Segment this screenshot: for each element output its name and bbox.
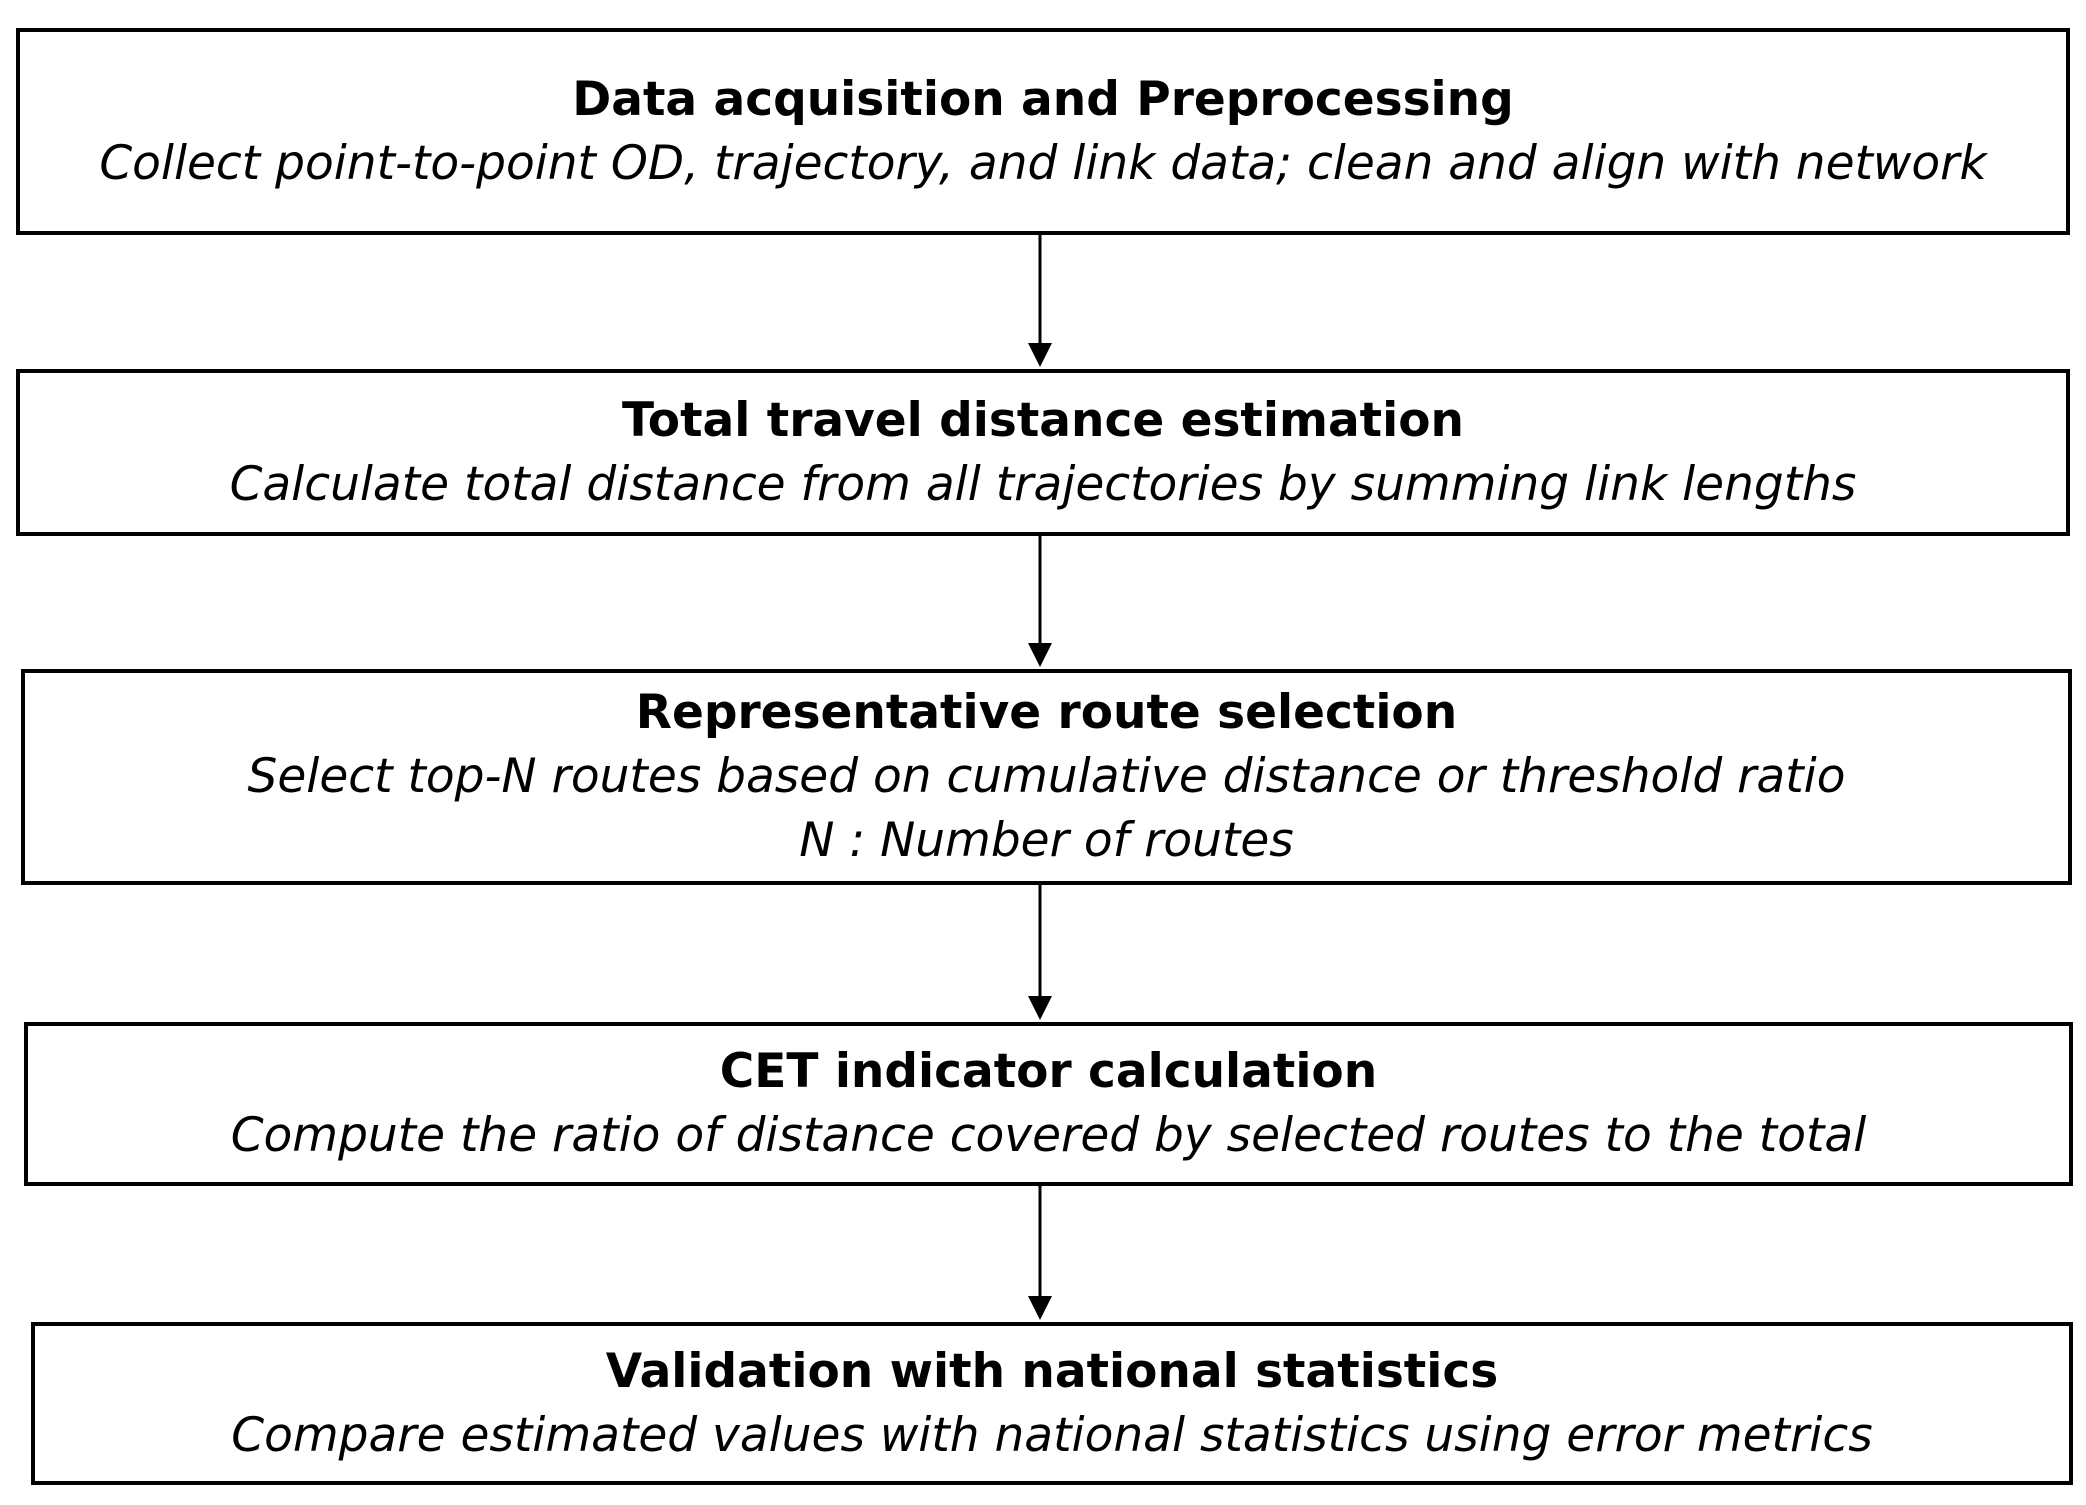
step-data-acquisition: Data acquisition and Preprocessing Colle…: [16, 28, 2070, 235]
step-cet-indicator-calculation: CET indicator calculation Compute the ra…: [24, 1022, 2073, 1186]
step-route-selection: Representative route selection Select to…: [21, 669, 2072, 885]
step-title: Data acquisition and Preprocessing: [572, 71, 1514, 127]
step-title: CET indicator calculation: [719, 1044, 1378, 1099]
arrow-step2-to-step3: [1028, 536, 1052, 667]
step-title: Representative route selection: [635, 685, 1458, 740]
step-description: Select top-N routes based on cumulative …: [247, 749, 1846, 804]
step-note: N : Number of routes: [799, 813, 1294, 868]
arrow-step4-to-step5: [1028, 1186, 1052, 1320]
step-description: Compute the ratio of distance covered by…: [230, 1108, 1867, 1163]
step-validation: Validation with national statistics Comp…: [31, 1322, 2073, 1485]
arrow-step3-to-step4: [1028, 885, 1052, 1020]
step-description: Collect point-to-point OD, trajectory, a…: [99, 135, 1987, 191]
arrow-step1-to-step2: [1028, 235, 1052, 367]
step-description: Calculate total distance from all trajec…: [229, 456, 1857, 512]
step-title: Validation with national statistics: [605, 1343, 1499, 1399]
step-description: Compare estimated values with national s…: [231, 1407, 1873, 1463]
step-title: Total travel distance estimation: [621, 392, 1465, 448]
step-total-distance-estimation: Total travel distance estimation Calcula…: [16, 369, 2070, 536]
